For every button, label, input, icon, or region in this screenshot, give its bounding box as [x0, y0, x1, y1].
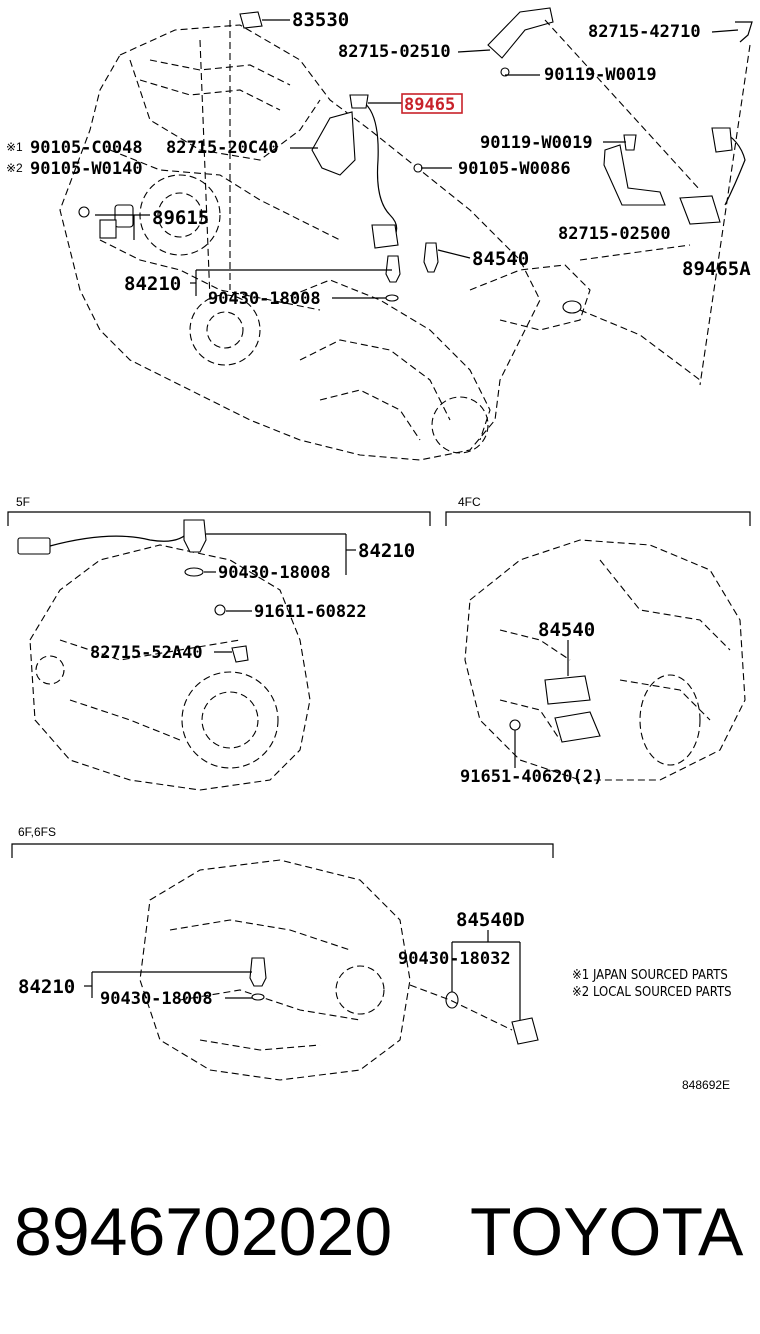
section-4fc: 4FC — [445, 495, 751, 781]
highlight-box — [401, 93, 463, 114]
label-90119-W0019-top: 90119-W0019 — [544, 65, 657, 85]
label-90105-W0140: 90105-W0140 — [30, 159, 143, 179]
note-local-sourced: ※2 LOCAL SOURCED PARTS — [572, 985, 732, 1000]
main-leader-lines — [95, 19, 739, 299]
label-6f-90430-18032: 90430-18032 — [398, 949, 511, 969]
section-6f-title: 6F,6FS — [18, 825, 56, 839]
label-4fc-91651-40620: 91651-40620(2) — [460, 767, 603, 787]
section-5f-title: 5F — [16, 495, 30, 509]
section-4fc-title: 4FC — [458, 495, 481, 509]
label-5f-84210: 84210 — [358, 540, 415, 562]
section-6f: 6F,6FS — [11, 825, 554, 1081]
mark-1: ※1 — [6, 140, 23, 154]
label-89615: 89615 — [152, 207, 209, 229]
label-6f-84210: 84210 — [18, 976, 75, 998]
label-90105-C0048: 90105-C0048 — [30, 138, 143, 158]
footer-part-number: 8946702020 — [14, 1194, 392, 1270]
label-4fc-84540: 84540 — [538, 619, 595, 641]
label-5f-90430-18008: 90430-18008 — [218, 563, 331, 583]
label-84540: 84540 — [472, 248, 529, 270]
label-82715-02500: 82715-02500 — [558, 224, 671, 244]
label-82715-02510: 82715-02510 — [338, 42, 451, 62]
footer-brand: TOYOTA — [470, 1194, 744, 1270]
note-japan-sourced: ※1 JAPAN SOURCED PARTS — [572, 968, 728, 983]
label-6f-84540D: 84540D — [456, 909, 525, 931]
label-82715-20C40: 82715-20C40 — [166, 138, 279, 158]
section-5f: 5F — [7, 495, 431, 791]
label-90105-W0086: 90105-W0086 — [458, 159, 571, 179]
label-89465A: 89465A — [682, 258, 751, 280]
label-89465-highlight: 89465 — [404, 95, 455, 115]
label-5f-82715-52A40: 82715-52A40 — [90, 643, 203, 663]
diagram-code: 848692E — [682, 1078, 730, 1092]
label-6f-90430-18008: 90430-18008 — [100, 989, 213, 1009]
label-83530: 83530 — [292, 9, 349, 31]
label-5f-91611-60822: 91611-60822 — [254, 602, 367, 622]
main-transmission-drawing — [59, 7, 753, 461]
label-90119-W0019-right: 90119-W0019 — [480, 133, 593, 153]
label-90430-18008: 90430-18008 — [208, 289, 321, 309]
mark-2: ※2 — [6, 161, 23, 175]
label-82715-42710: 82715-42710 — [588, 22, 701, 42]
label-84210: 84210 — [124, 273, 181, 295]
